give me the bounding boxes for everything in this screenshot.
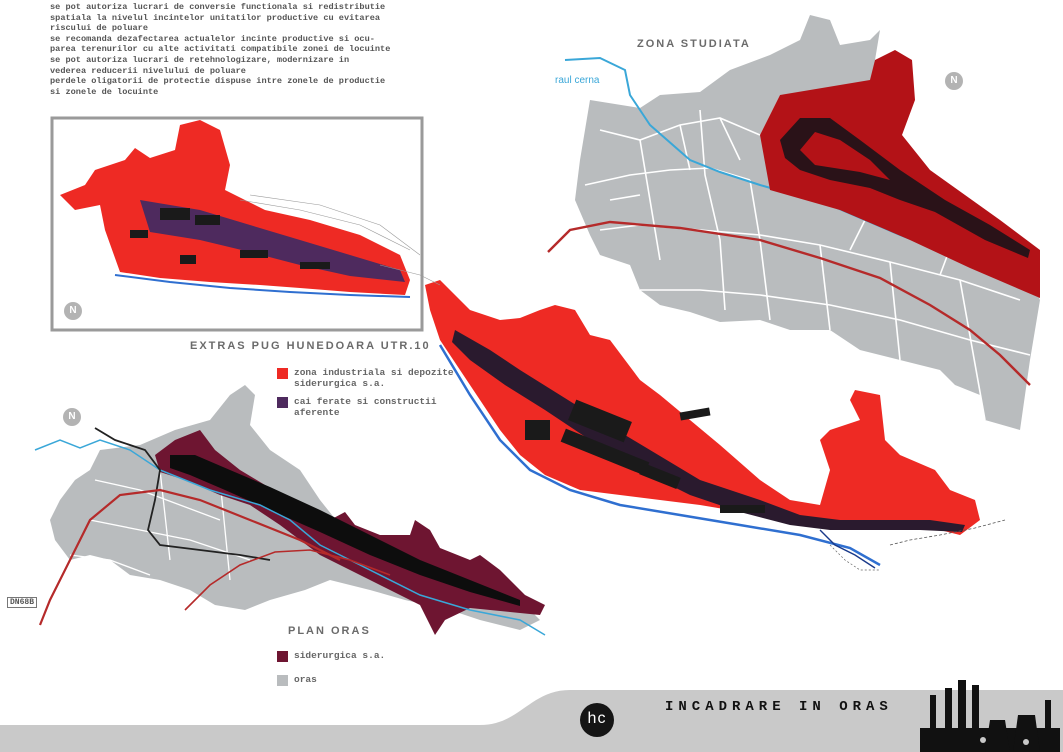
central-buildings [525, 399, 765, 513]
legend-swatch [277, 651, 288, 662]
note-line: vederea reducerii nivelului de poluare [50, 65, 246, 76]
north-arrow-icon: N [945, 72, 963, 90]
legend-swatch [277, 397, 288, 408]
note-line: si zonele de locuinte [50, 86, 159, 97]
note-line: se pot autoriza lucrari de conversie fun… [50, 2, 386, 12]
extras-title: EXTRAS PUG HUNEDOARA UTR.10 [190, 340, 431, 352]
study-zone-title: ZONA STUDIATA [637, 38, 751, 50]
legend-item-railways: cai ferate si constructii aferente [277, 396, 437, 418]
regulations-notes: se pot autoriza lucrari de conversie fun… [50, 2, 430, 97]
hc-logo: hc [580, 703, 614, 737]
railway-black-line [94, 427, 271, 561]
study-zone-railway [780, 118, 1030, 258]
road-dn68b [38, 488, 341, 626]
footer-band [0, 690, 1063, 752]
central-river [438, 344, 881, 567]
legend-label: siderurgica s.a. [294, 650, 386, 661]
legend-label: siderurgica s.a. [294, 378, 386, 389]
inset-river [114, 274, 411, 298]
city-plan-title: PLAN ORAS [288, 625, 371, 637]
legend-label: zona industriala si depozite [294, 367, 454, 378]
city-plan-map [34, 385, 546, 636]
road-secondary [184, 549, 391, 611]
north-arrow-icon: N [63, 408, 81, 426]
rail-ne [379, 264, 441, 286]
river-label: raul cerna [555, 75, 600, 86]
legend-item-siderurgica: siderurgica s.a. [277, 650, 385, 662]
extras-inset [50, 116, 424, 332]
legend-label: oras [294, 674, 317, 685]
regional-road [547, 220, 1031, 386]
note-line: perdele oligatorii de protectie dispuse … [50, 76, 386, 87]
inset-frame [50, 116, 424, 332]
note-line: riscului de poluare [50, 23, 148, 34]
outgoing-rail-curve [829, 544, 880, 571]
note-line: parea terenurilor cu alte activitati com… [50, 44, 391, 55]
outgoing-rail-dashed [889, 519, 1006, 546]
inset-buildings [130, 208, 330, 269]
inset-rail-lines [239, 194, 421, 256]
north-arrow-icon: N [64, 302, 82, 320]
central-zone-red [425, 280, 980, 535]
branch-river [819, 529, 876, 569]
legend-label: aferente [294, 407, 340, 418]
siderurgica-railway [170, 455, 520, 606]
legend-item-oras: oras [277, 674, 317, 686]
factory-silhouette-icon [920, 680, 1060, 752]
note-line: spatiala la nivelul incintelor unitatilo… [50, 12, 381, 23]
central-industrial-zone [379, 264, 1006, 571]
note-line: se recomanda dezafectarea actualelor inc… [50, 33, 375, 44]
legend-item-industrial: zona industriala si depozite siderurgica… [277, 367, 454, 389]
city-block-outlines [69, 469, 251, 581]
study-zone-map [547, 15, 1040, 430]
legend-label: cai ferate si constructii [294, 396, 437, 407]
note-line: se pot autoriza lucrari de retehnologiza… [50, 54, 350, 65]
central-zone-railway [452, 330, 965, 532]
legend-swatch [277, 368, 288, 379]
road-label-dn68b: DN68B [7, 597, 38, 608]
footer-title: INCADRARE IN ORAS [665, 699, 893, 715]
river-blue-city [34, 439, 546, 636]
legend-swatch [277, 675, 288, 686]
